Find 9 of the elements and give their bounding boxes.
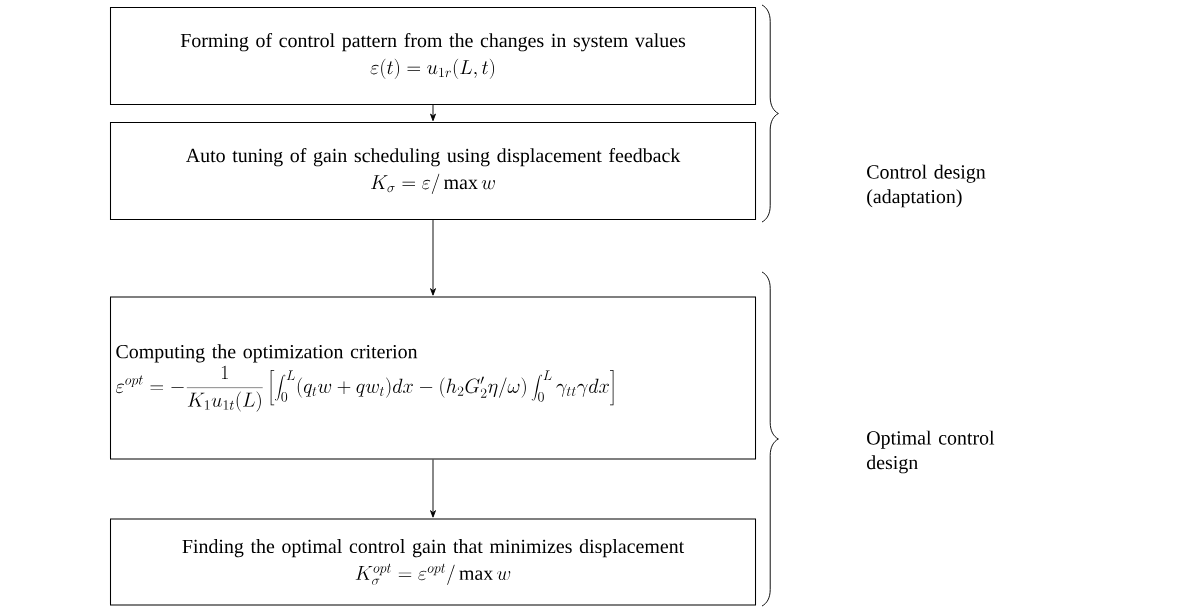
arrow	[430, 459, 436, 518]
process-box: Forming of control pattern from the changes in system values $\varepsilon(t)=u_{1r}(L,t)$	[109, 6, 757, 106]
process-box: Computing the optimization criterion $\varepsilon^{opt}=-\frac{1}{K_1u_{1t}(L)}\left[\int_0^L(q_tw+qw_t)dx-(h_2G_2'\eta/\omega)\int_0^L\gamma_{tt}\gamma dx\right]$	[109, 296, 757, 460]
arrow	[430, 219, 436, 296]
group-label: Control design (adaptation)	[867, 164, 986, 208]
arrow	[430, 104, 436, 122]
process-box: Auto tuning of gain scheduling using displacement feedback $K_{\sigma}=\varepsilon/\max w$	[109, 121, 757, 221]
group-label: Optimal control design	[866, 430, 995, 474]
process-box: Finding the optimal control gain that minimizes displacement $K_{\sigma}^{opt}=\varepsilon^{opt}/\max w$	[109, 518, 757, 606]
